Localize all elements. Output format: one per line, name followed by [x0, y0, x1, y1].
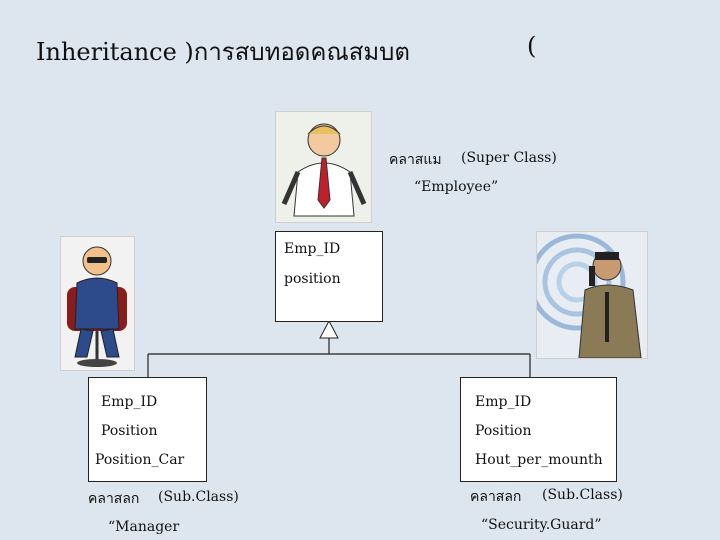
guard-name: “Security.Guard” — [481, 517, 602, 533]
super-class-role: (Super Class) — [461, 150, 557, 166]
employee-clipart — [275, 111, 372, 223]
inheritance-arrow-head — [319, 319, 339, 339]
guard-thai-label: คลาสลก — [470, 489, 522, 505]
manager-attr-position: Position — [101, 423, 158, 439]
manager-attr-emp-id: Emp_ID — [101, 394, 158, 410]
super-attr-position: position — [284, 271, 341, 287]
guard-attr-position: Position — [475, 423, 532, 439]
manager-clipart — [60, 236, 135, 371]
super-class-thai-label: คลาสแม — [389, 152, 442, 168]
super-class-name: “Employee” — [414, 179, 499, 195]
super-attr-emp-id: Emp_ID — [284, 241, 341, 257]
guard-attr-hour-per-month: Hout_per_mounth — [475, 452, 603, 468]
guard-attr-emp-id: Emp_ID — [475, 394, 532, 410]
slide-title: Inheritance )การสบทอดคณสมบต — [36, 38, 411, 66]
manager-class-box: Emp_ID Position Position_Car — [88, 377, 207, 482]
manager-role: (Sub.Class) — [158, 489, 239, 505]
employee-class-box: Emp_ID position — [275, 231, 383, 322]
title-paren: ( — [527, 32, 537, 60]
security-guard-class-box: Emp_ID Position Hout_per_mounth — [460, 377, 617, 482]
manager-thai-label: คลาสลก — [88, 491, 140, 507]
manager-name: “Manager — [108, 519, 180, 535]
security-guard-photo — [528, 231, 648, 359]
guard-role: (Sub.Class) — [542, 487, 623, 503]
manager-attr-position-car: Position_Car — [95, 452, 185, 468]
